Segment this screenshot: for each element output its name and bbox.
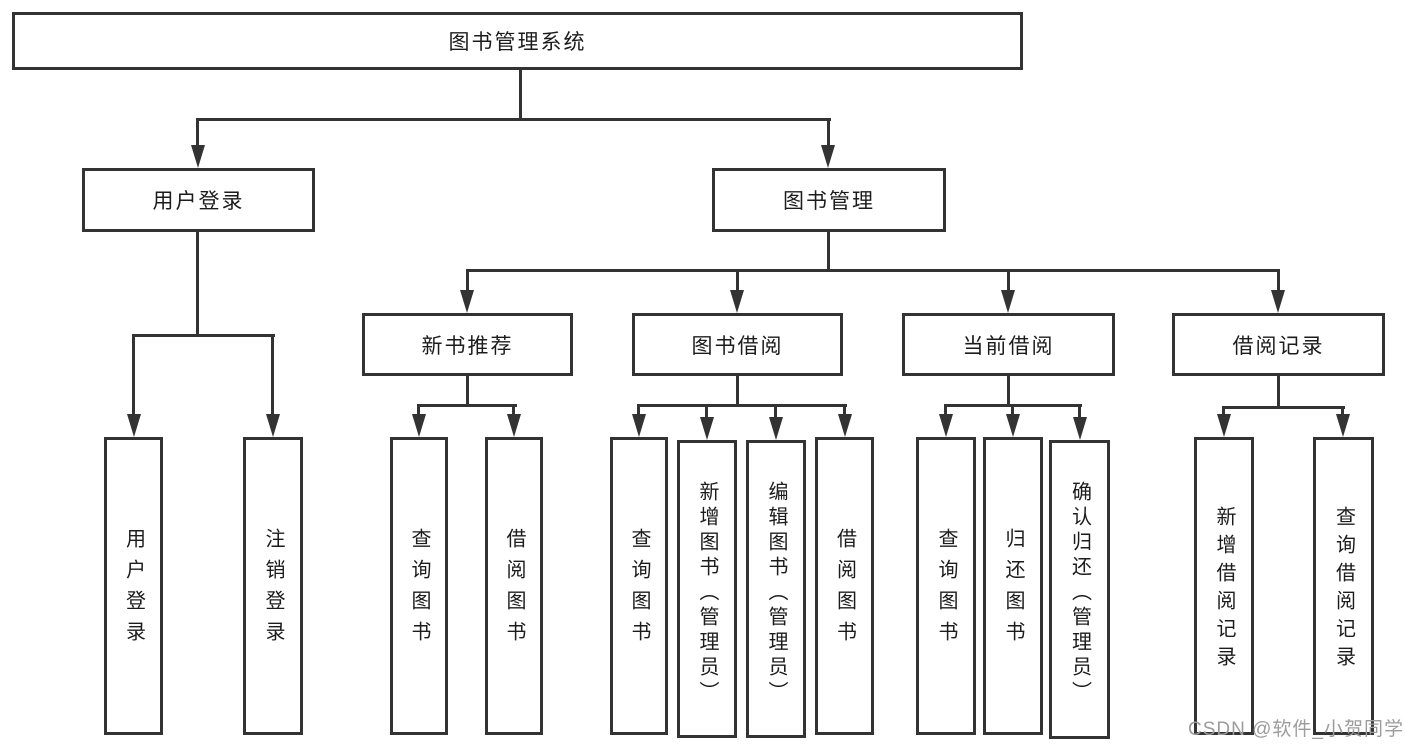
leaf-recommend-query-books: 查询图书: [390, 437, 448, 735]
node-book-borrow: 图书借阅: [632, 313, 843, 376]
leaf-current-query-books: 查询图书: [916, 437, 976, 735]
connector-line: [1277, 376, 1280, 409]
connector-line: [1222, 406, 1225, 417]
arrow-down-icon: [730, 290, 744, 313]
connector-line: [736, 269, 739, 293]
connector-line: [774, 404, 777, 420]
connector-line: [196, 232, 199, 337]
connector-line: [417, 404, 420, 417]
node-book-management: 图书管理: [712, 168, 946, 232]
connector-line: [1007, 376, 1010, 407]
arrow-down-icon: [127, 414, 141, 437]
connector-line: [736, 376, 739, 407]
arrow-down-icon: [1217, 414, 1231, 437]
arrow-down-icon: [507, 414, 521, 437]
arrow-down-icon: [1001, 290, 1015, 313]
arrow-down-icon: [700, 417, 714, 440]
csdn-watermark: CSDN @软件_小贺同学: [1188, 719, 1404, 740]
connector-line: [1223, 406, 1345, 409]
arrow-down-icon: [412, 414, 426, 437]
node-current-borrow: 当前借阅: [902, 313, 1115, 376]
leaf-user-login: 用户登录: [104, 437, 163, 735]
node-root-library-system: 图书管理系统: [12, 12, 1023, 70]
arrow-down-icon: [1271, 290, 1285, 313]
leaf-borrow-query-books: 查询图书: [610, 437, 668, 735]
leaf-return-books: 归还图书: [983, 437, 1043, 735]
connector-line: [1011, 404, 1014, 417]
arrow-down-icon: [1073, 417, 1087, 440]
connector-line: [512, 404, 515, 417]
arrow-down-icon: [1006, 414, 1020, 437]
connector-line: [1277, 269, 1280, 293]
connector-line: [466, 269, 1280, 272]
connector-line: [944, 404, 947, 417]
connector-line: [843, 404, 846, 417]
node-borrow-records: 借阅记录: [1172, 313, 1385, 376]
connector-line: [271, 334, 274, 418]
leaf-confirm-return-admin: 确认归还（管理员）: [1049, 440, 1110, 739]
arrow-down-icon: [266, 414, 280, 437]
connector-line: [466, 376, 469, 407]
leaf-add-book-admin: 新增图书（管理员）: [677, 440, 737, 738]
node-new-book-recommend: 新书推荐: [362, 313, 573, 376]
leaf-logout: 注销登录: [243, 437, 303, 735]
connector-line: [705, 404, 708, 420]
arrow-down-icon: [838, 414, 852, 437]
connector-line: [466, 269, 469, 293]
connector-line: [418, 404, 517, 407]
connector-line: [1078, 404, 1081, 420]
connector-line: [637, 404, 640, 417]
leaf-edit-book-admin: 编辑图书（管理员）: [746, 440, 806, 738]
arrow-down-icon: [632, 414, 646, 437]
connector-line: [519, 68, 522, 121]
connector-line: [1007, 269, 1010, 293]
leaf-borrow-borrow-books: 借阅图书: [815, 437, 874, 735]
connector-line: [132, 334, 275, 337]
arrow-down-icon: [769, 417, 783, 440]
leaf-add-borrow-record: 新增借阅记录: [1194, 437, 1254, 735]
leaf-query-borrow-record: 查询借阅记录: [1313, 437, 1374, 735]
arrow-down-icon: [460, 290, 474, 313]
arrow-down-icon: [1336, 414, 1350, 437]
connector-line: [1341, 406, 1344, 417]
arrow-down-icon: [191, 145, 205, 168]
arrow-down-icon: [821, 145, 835, 168]
connector-line: [196, 118, 199, 148]
arrow-down-icon: [939, 414, 953, 437]
leaf-recommend-borrow-books: 借阅图书: [485, 437, 543, 735]
connector-line: [827, 118, 830, 148]
connector-line: [197, 118, 831, 121]
connector-line: [827, 232, 830, 272]
node-user-login: 用户登录: [82, 168, 315, 232]
connector-line: [638, 404, 847, 407]
connector-line: [132, 334, 135, 418]
